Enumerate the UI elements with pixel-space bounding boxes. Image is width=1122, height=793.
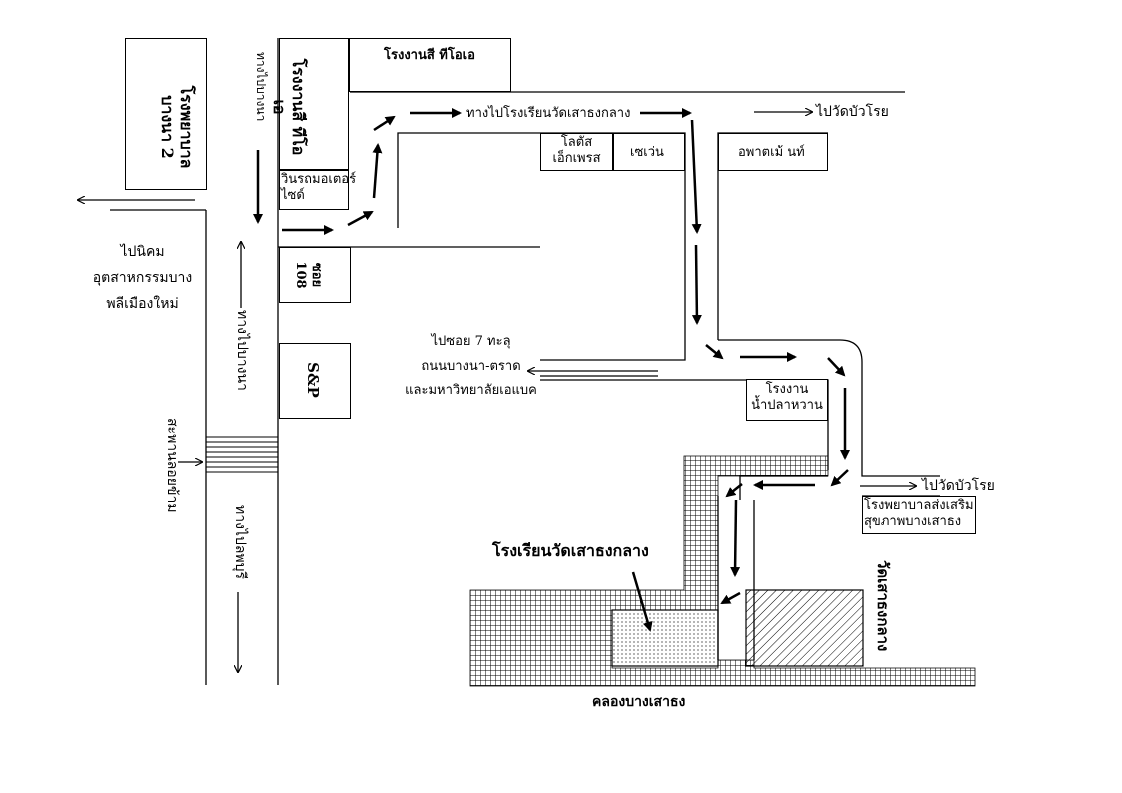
hospital-bangna2-box xyxy=(125,38,207,190)
canal-label: คลองบางเสาธง xyxy=(592,694,686,710)
info-arrows xyxy=(78,112,916,672)
hospital-bangna2-label: โรงพยาบาล บางนา 2 xyxy=(157,85,196,169)
toa-factory-label: โรงงานสี ทีโอเอ xyxy=(384,48,475,63)
snp-label: S&P xyxy=(304,362,322,398)
snp-box xyxy=(279,343,351,419)
to-soi7-label: ไปซอย 7 ทะลุ ถนนบางนา-ตราด และมหาวิทยาลั… xyxy=(405,334,537,399)
school-label: โรงเรียนวัดเสาธงกลาง xyxy=(492,541,649,560)
lotus-express-label: โลตัส เอ็กเพรส xyxy=(552,135,601,166)
soi108-box xyxy=(279,247,351,303)
to-wat-bua-roi-bottom: ไปวัดบัวโรย xyxy=(922,478,995,494)
winrod-box xyxy=(279,170,349,210)
fish-sauce-label: โรงงาน น้ำปลาหวาน xyxy=(751,382,823,413)
toa-factory-side-label: โรงงานสี ทีโอเอ xyxy=(269,58,308,156)
to-wat-bua-roi-top: ไปวัดบัวโรย xyxy=(816,104,889,120)
to-industrial-label: ไปนิคม อุตสาหกรรมบาง พลีเมืองใหม่ xyxy=(92,244,193,312)
health-hospital-box xyxy=(862,496,976,534)
pedestrian-bridge-label: สะพานลอยข้าม xyxy=(164,418,180,513)
temple-label: วัดเสาธงกลาง xyxy=(874,560,892,652)
route-arrows xyxy=(253,108,850,632)
winrod-label: วินรถมอเตอร์ ไซด์ xyxy=(281,172,357,204)
pedestrian-bridge-stripes xyxy=(206,436,278,473)
temple-area xyxy=(745,589,864,667)
school-area xyxy=(611,609,719,667)
toa-factory-box xyxy=(349,38,511,92)
apartment-label: อพาตเม้ นท์ xyxy=(738,145,805,160)
to-bangna-label: ทางไปบางนา xyxy=(234,310,250,391)
lotus-express-box xyxy=(540,133,613,171)
seven-eleven-label: เซเว่น xyxy=(630,145,664,160)
apartment-box xyxy=(718,133,828,171)
to-bangna-top-label: ทางไปบางนา xyxy=(254,52,268,122)
canal-area xyxy=(469,455,976,687)
toa-factory-side-box xyxy=(279,38,349,170)
soi108-label: ซอย 108 xyxy=(293,261,324,289)
fish-sauce-box xyxy=(746,379,828,421)
to-school-label: ทางไปโรงเรียนวัดเสาธงกลาง xyxy=(466,106,631,121)
health-hospital-label: โรงพยาบาลส่งเสริม สุขภาพบางเสาธง xyxy=(864,498,974,530)
seven-eleven-box xyxy=(613,133,685,171)
to-lopburi-label: ทางไปลพบุรี xyxy=(232,505,248,580)
